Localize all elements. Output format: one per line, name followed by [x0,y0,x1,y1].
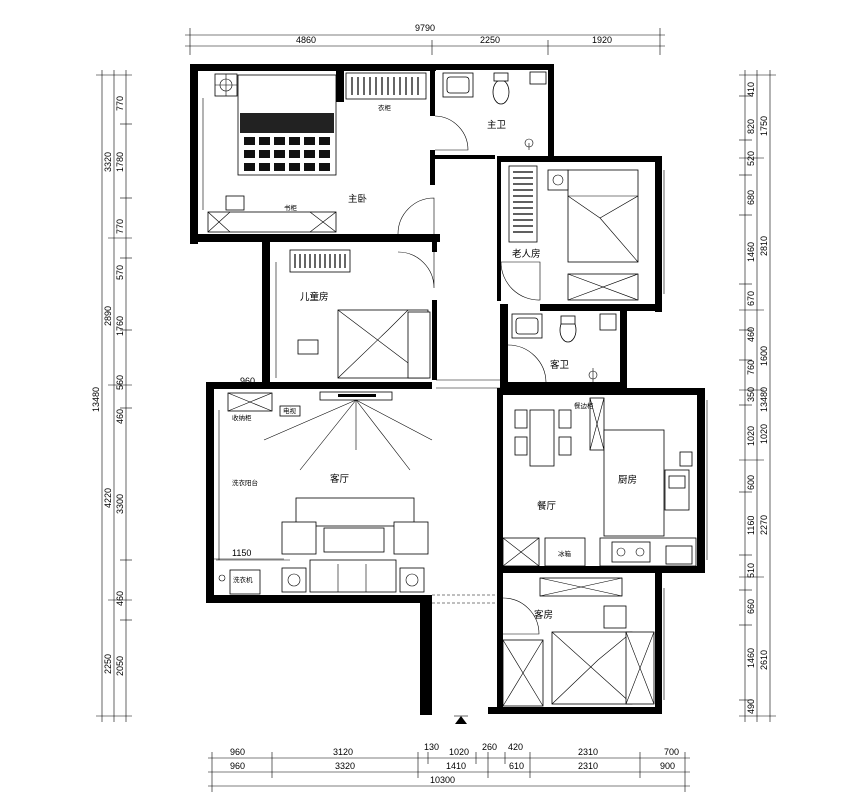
dim-right-inner-12: 1160 [746,516,756,535]
dim-left-inner-6: 560 [115,375,125,390]
dim-right-inner-13: 510 [746,563,756,578]
room-master-bath: 主卫 [487,119,507,131]
dim-right-inner-11: 600 [746,475,756,490]
dim-left-inner-2: 1780 [115,152,125,172]
dim-right-inner-14: 660 [746,599,756,614]
dim-left-inner-3: 770 [115,219,125,234]
dim-right-inner-9: 350 [746,387,756,402]
dim-right-inner-15: 1460 [746,648,756,668]
dim-left-outer-1: 3320 [103,152,113,172]
dining-cabinet-label: 餐边柜 [574,401,594,410]
dim-right-inner-4: 680 [746,190,756,205]
room-labels: 主卧 主卫 老人房 儿童房 客卫 客厅 餐厅 厨房 客房 [300,119,637,621]
dim-bottom-r1-2: 3120 [333,747,353,757]
dim-bottom-r1-6: 420 [508,742,523,752]
dim-right-inner-2: 820 [746,119,756,134]
dim-left-inner-10: 2050 [115,656,125,676]
dim-bottom-r1-7: 2310 [578,747,598,757]
dim-left-inner-4: 570 [115,265,125,280]
dim-right-outer-2: 2810 [759,236,769,256]
room-elder: 老人房 [512,248,541,260]
dim-right-outer-5: 2270 [759,515,769,535]
child-room-furniture [289,249,431,379]
dimension-labels: 9790 4860 2250 1920 960 3120 130 1020 26… [91,23,769,785]
dim-right-inner-6: 670 [746,291,756,306]
dim-right-inner-7: 460 [746,327,756,342]
master-bath-fixtures [442,71,547,150]
dim-inline-1150: 1150 [232,548,251,558]
dim-bottom-r1-8: 700 [664,747,679,757]
shoe-cabinet-label: 收纳柜 [232,413,252,422]
dim-right-outer-1: 1750 [759,116,769,136]
room-guest: 客房 [534,609,553,621]
kitchen-fixtures [599,429,697,567]
dim-left-inner-8: 3300 [115,494,125,514]
living-room-furniture [216,391,433,595]
dim-bottom-r2-4: 610 [509,761,524,771]
master-bed [214,73,337,176]
dim-right-inner-16: 490 [746,699,756,714]
dim-left-inner-7: 460 [115,409,125,424]
dim-left-inner-5: 1760 [115,316,125,336]
desk [207,195,337,233]
dim-right-outer-3: 1600 [759,346,769,366]
elder-room-furniture [508,165,639,301]
dim-right-outer-4: 1020 [759,424,769,444]
dim-bottom-total: 10300 [430,775,455,785]
dim-right-inner-8: 760 [746,360,756,375]
room-child: 儿童房 [300,291,329,303]
dim-inline-960: 960 [240,376,255,386]
dim-right-inner-10: 1020 [746,426,756,446]
tv-label: 电视 [283,406,297,415]
dim-left-inner-9: 460 [115,591,125,606]
dim-top-3: 1920 [592,35,612,45]
fridge-label: 冰箱 [558,549,572,558]
guest-room-furniture [502,577,655,707]
dim-right-inner-1: 410 [746,82,756,97]
dining-furniture [502,397,605,567]
room-master-bedroom: 主卧 [348,193,368,205]
laundry-balcony-label: 洗衣阳台 [232,478,258,487]
dim-bottom-r1-3: 130 [424,742,439,752]
dim-left-total: 13480 [91,387,101,412]
dim-top-2: 2250 [480,35,500,45]
dim-bottom-r2-1: 960 [230,761,245,771]
dim-left-outer-2: 2890 [103,306,113,326]
dim-top-1: 4860 [296,35,316,45]
dim-right-inner-5: 1460 [746,242,756,262]
dim-top-total: 9790 [415,23,435,33]
dim-bottom-r2-2: 3320 [335,761,355,771]
dim-right-outer-6: 2610 [759,650,769,670]
room-guest-bath: 客卫 [550,359,570,371]
dim-bottom-r1-4: 1020 [449,747,469,757]
bookcase-label: 书柜 [284,203,298,212]
dim-bottom-r1-5: 260 [482,742,497,752]
dim-right-inner-3: 520 [746,151,756,166]
room-kitchen: 厨房 [618,474,637,486]
washer-label: 洗衣机 [233,575,253,584]
entrance-triangle-icon [454,715,468,724]
walls [190,64,705,715]
guest-bath-fixtures [511,313,617,382]
dim-left-inner-1: 770 [115,96,125,111]
dim-left-outer-3: 4220 [103,488,113,508]
dim-right-total: 13480 [759,387,769,412]
wardrobe-label: 衣柜 [378,103,392,112]
dim-bottom-r2-5: 2310 [578,761,598,771]
openings [432,594,497,604]
dim-left-outer-4: 2250 [103,654,113,674]
wardrobe [345,72,427,100]
room-living: 客厅 [330,473,350,485]
dimension-lines [96,28,776,792]
dim-bottom-r2-6: 900 [660,761,675,771]
dim-bottom-r1-1: 960 [230,747,245,757]
windows [195,98,708,700]
room-dining: 餐厅 [537,500,557,512]
dim-bottom-r2-3: 1410 [446,761,466,771]
